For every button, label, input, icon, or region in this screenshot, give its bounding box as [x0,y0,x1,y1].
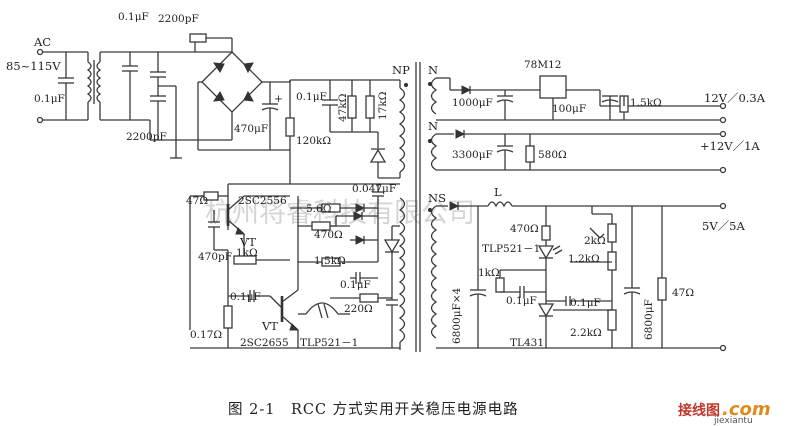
label-c01-r2: 0.1μF [570,297,601,309]
label-c0047: 0.047μF [352,183,396,195]
bridge-rectifier [195,51,400,151]
label-r47k: 47kΩ [337,93,349,122]
label-vt2: VT [261,319,278,333]
label-c3300: 3300μF [452,149,493,161]
output-12v-1a [436,129,727,174]
label-r1k: 1kΩ [236,247,258,259]
label-r17k: 17kΩ [377,91,389,120]
label-c470p: 470pF [198,251,232,263]
label-r220: 220Ω [344,303,373,315]
label-ls: L [494,185,502,199]
label-r15k-out: 1.5kΩ [630,97,662,109]
label-r15k-mid: 1.5kΩ [314,255,346,267]
label-r120k: 120kΩ [296,135,331,147]
label-out3: 5V／5A [702,219,745,233]
label-c2200-bot: 2200pF [126,131,167,143]
snubber [322,80,400,179]
label-r1k-right: 1kΩ [478,267,500,279]
site-logo: 接线图.com [678,399,771,420]
label-c6800x4: 6800μF×4 [451,287,463,344]
label-r470-mid: 470Ω [314,229,343,241]
label-opto-left: TLP521－1 [300,337,358,349]
label-r017: 0.17Ω [190,329,222,341]
label-vt1: VT [239,235,256,249]
label-r47-left: 47Ω [186,195,208,207]
label-r12k: 1.2kΩ [568,253,600,265]
label-ns: NS [428,191,446,205]
label-ac-range: 85~115V [6,59,61,73]
label-r56: 5.6Ω [306,203,332,215]
label-c01-b: 0.1μF [230,291,261,303]
label-r47-right: 47Ω [672,287,694,299]
output-5v-5a [436,201,727,352]
label-tl431: TL431 [510,337,544,349]
label-c01-mid: 0.1μF [296,91,327,103]
label-ac-in: AC [33,35,51,49]
label-out1: 12V／0.3A [704,91,766,105]
output-12v-03a [436,75,727,124]
label-c2200-top: 2200pF [158,13,199,25]
label-r22k: 2.2kΩ [570,327,602,339]
logo-com-text: .com [722,399,771,420]
logo-subtext: jiexiantu [714,416,753,426]
startup-resistor [285,80,295,184]
plus-mark: + [274,93,283,105]
regulator-78m12 [539,75,567,99]
label-c1000: 1000μF [452,97,493,109]
watermark-text: 杭州将睿科技有限公司 [205,198,475,229]
transformer [398,62,438,352]
logo-chinese-text: 接线图 [678,403,720,419]
label-c01-left: 0.1μF [34,93,65,105]
primary-switching [189,183,401,349]
label-opto-right: TLP521－1 [482,243,540,255]
label-r2k: 2kΩ [584,235,606,247]
label-c01-r1: 0.1μF [506,295,537,307]
label-nm: N [428,63,438,77]
ac-input-section [36,33,233,159]
label-c6800: 6800μF [643,299,655,340]
label-r470-right: 470Ω [510,223,539,235]
label-np: NP [392,63,410,77]
component-labels: AC 85~115V 0.1μF 0.1μF 2200pF 2200pF 470… [6,11,766,349]
label-out2: +12V／1A [700,139,760,153]
label-q2: 2SC2655 [240,337,289,349]
label-c01-c: 0.1μF [340,279,371,291]
label-78m12: 78M12 [524,59,561,71]
label-c01-top: 0.1μF [118,11,149,23]
figure-caption: 图 2-1 RCC 方式实用开关稳压电源电路 [228,402,519,418]
label-c100: 100μF [552,103,586,115]
label-r580: 580Ω [538,149,567,161]
label-q1: 2SC2556 [238,195,287,207]
label-c470: 470μF [234,123,268,135]
label-nplus: N [428,119,438,133]
bulk-capacitor: + [261,82,283,150]
